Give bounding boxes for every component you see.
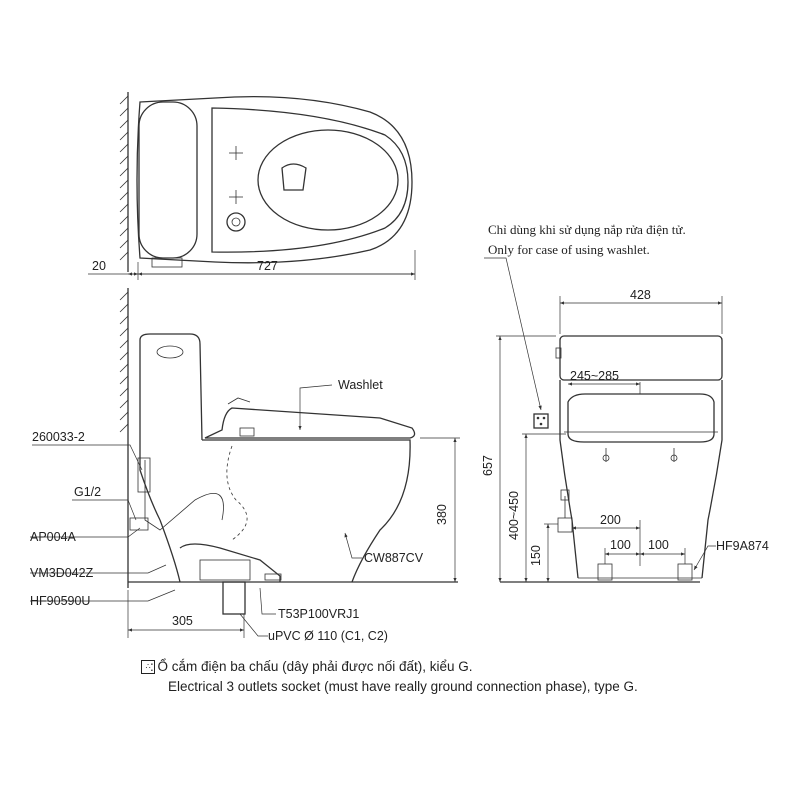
- label-t53p100vrj1: T53P100VRJ1: [278, 607, 359, 621]
- dim-socket-height: 150: [529, 545, 543, 566]
- top-view: [88, 92, 416, 280]
- dim-pipe-offset: 200: [600, 513, 621, 527]
- label-vm3d042z: VM3D042Z: [30, 566, 94, 580]
- dim-top-wall-gap: 20: [92, 259, 106, 273]
- side-view: [30, 288, 460, 638]
- dim-top-length: 727: [257, 259, 278, 273]
- socket-icon: [533, 413, 549, 429]
- dim-side-offset: 305: [172, 614, 193, 628]
- dim-front-total-height: 657: [481, 455, 495, 476]
- dim-bolt-right: 100: [648, 538, 669, 552]
- label-hf9a874: HF9A874: [716, 539, 769, 553]
- note-socket-en: Electrical 3 outlets socket (must have r…: [168, 679, 638, 694]
- dim-seat-width: 245~285: [570, 369, 619, 383]
- dim-seat-height: 400~450: [507, 491, 521, 540]
- dim-front-width: 428: [630, 288, 651, 302]
- dim-bolt-left: 100: [610, 538, 631, 552]
- socket-legend-icon: ∴: [141, 660, 155, 674]
- note-washlet-only-en: Only for case of using washlet.: [488, 242, 650, 257]
- label-hf90590u: HF90590U: [30, 594, 90, 608]
- label-ap004a: AP004A: [30, 530, 77, 544]
- label-cw887cv: CW887CV: [364, 551, 424, 565]
- label-upvc-pipe: uPVC Ø 110 (C1, C2): [268, 629, 388, 643]
- label-260033-2: 260033-2: [32, 430, 85, 444]
- note-socket-vi: : Ổ cắm điện ba chấu (dây phải được nối …: [150, 659, 473, 674]
- label-washlet: Washlet: [338, 378, 383, 392]
- label-g12: G1/2: [74, 485, 101, 499]
- dim-side-height: 380: [435, 504, 449, 525]
- front-view: [484, 257, 723, 583]
- note-washlet-only-vi: Chỉ dùng khi sử dụng nắp rửa điện tử.: [488, 222, 686, 237]
